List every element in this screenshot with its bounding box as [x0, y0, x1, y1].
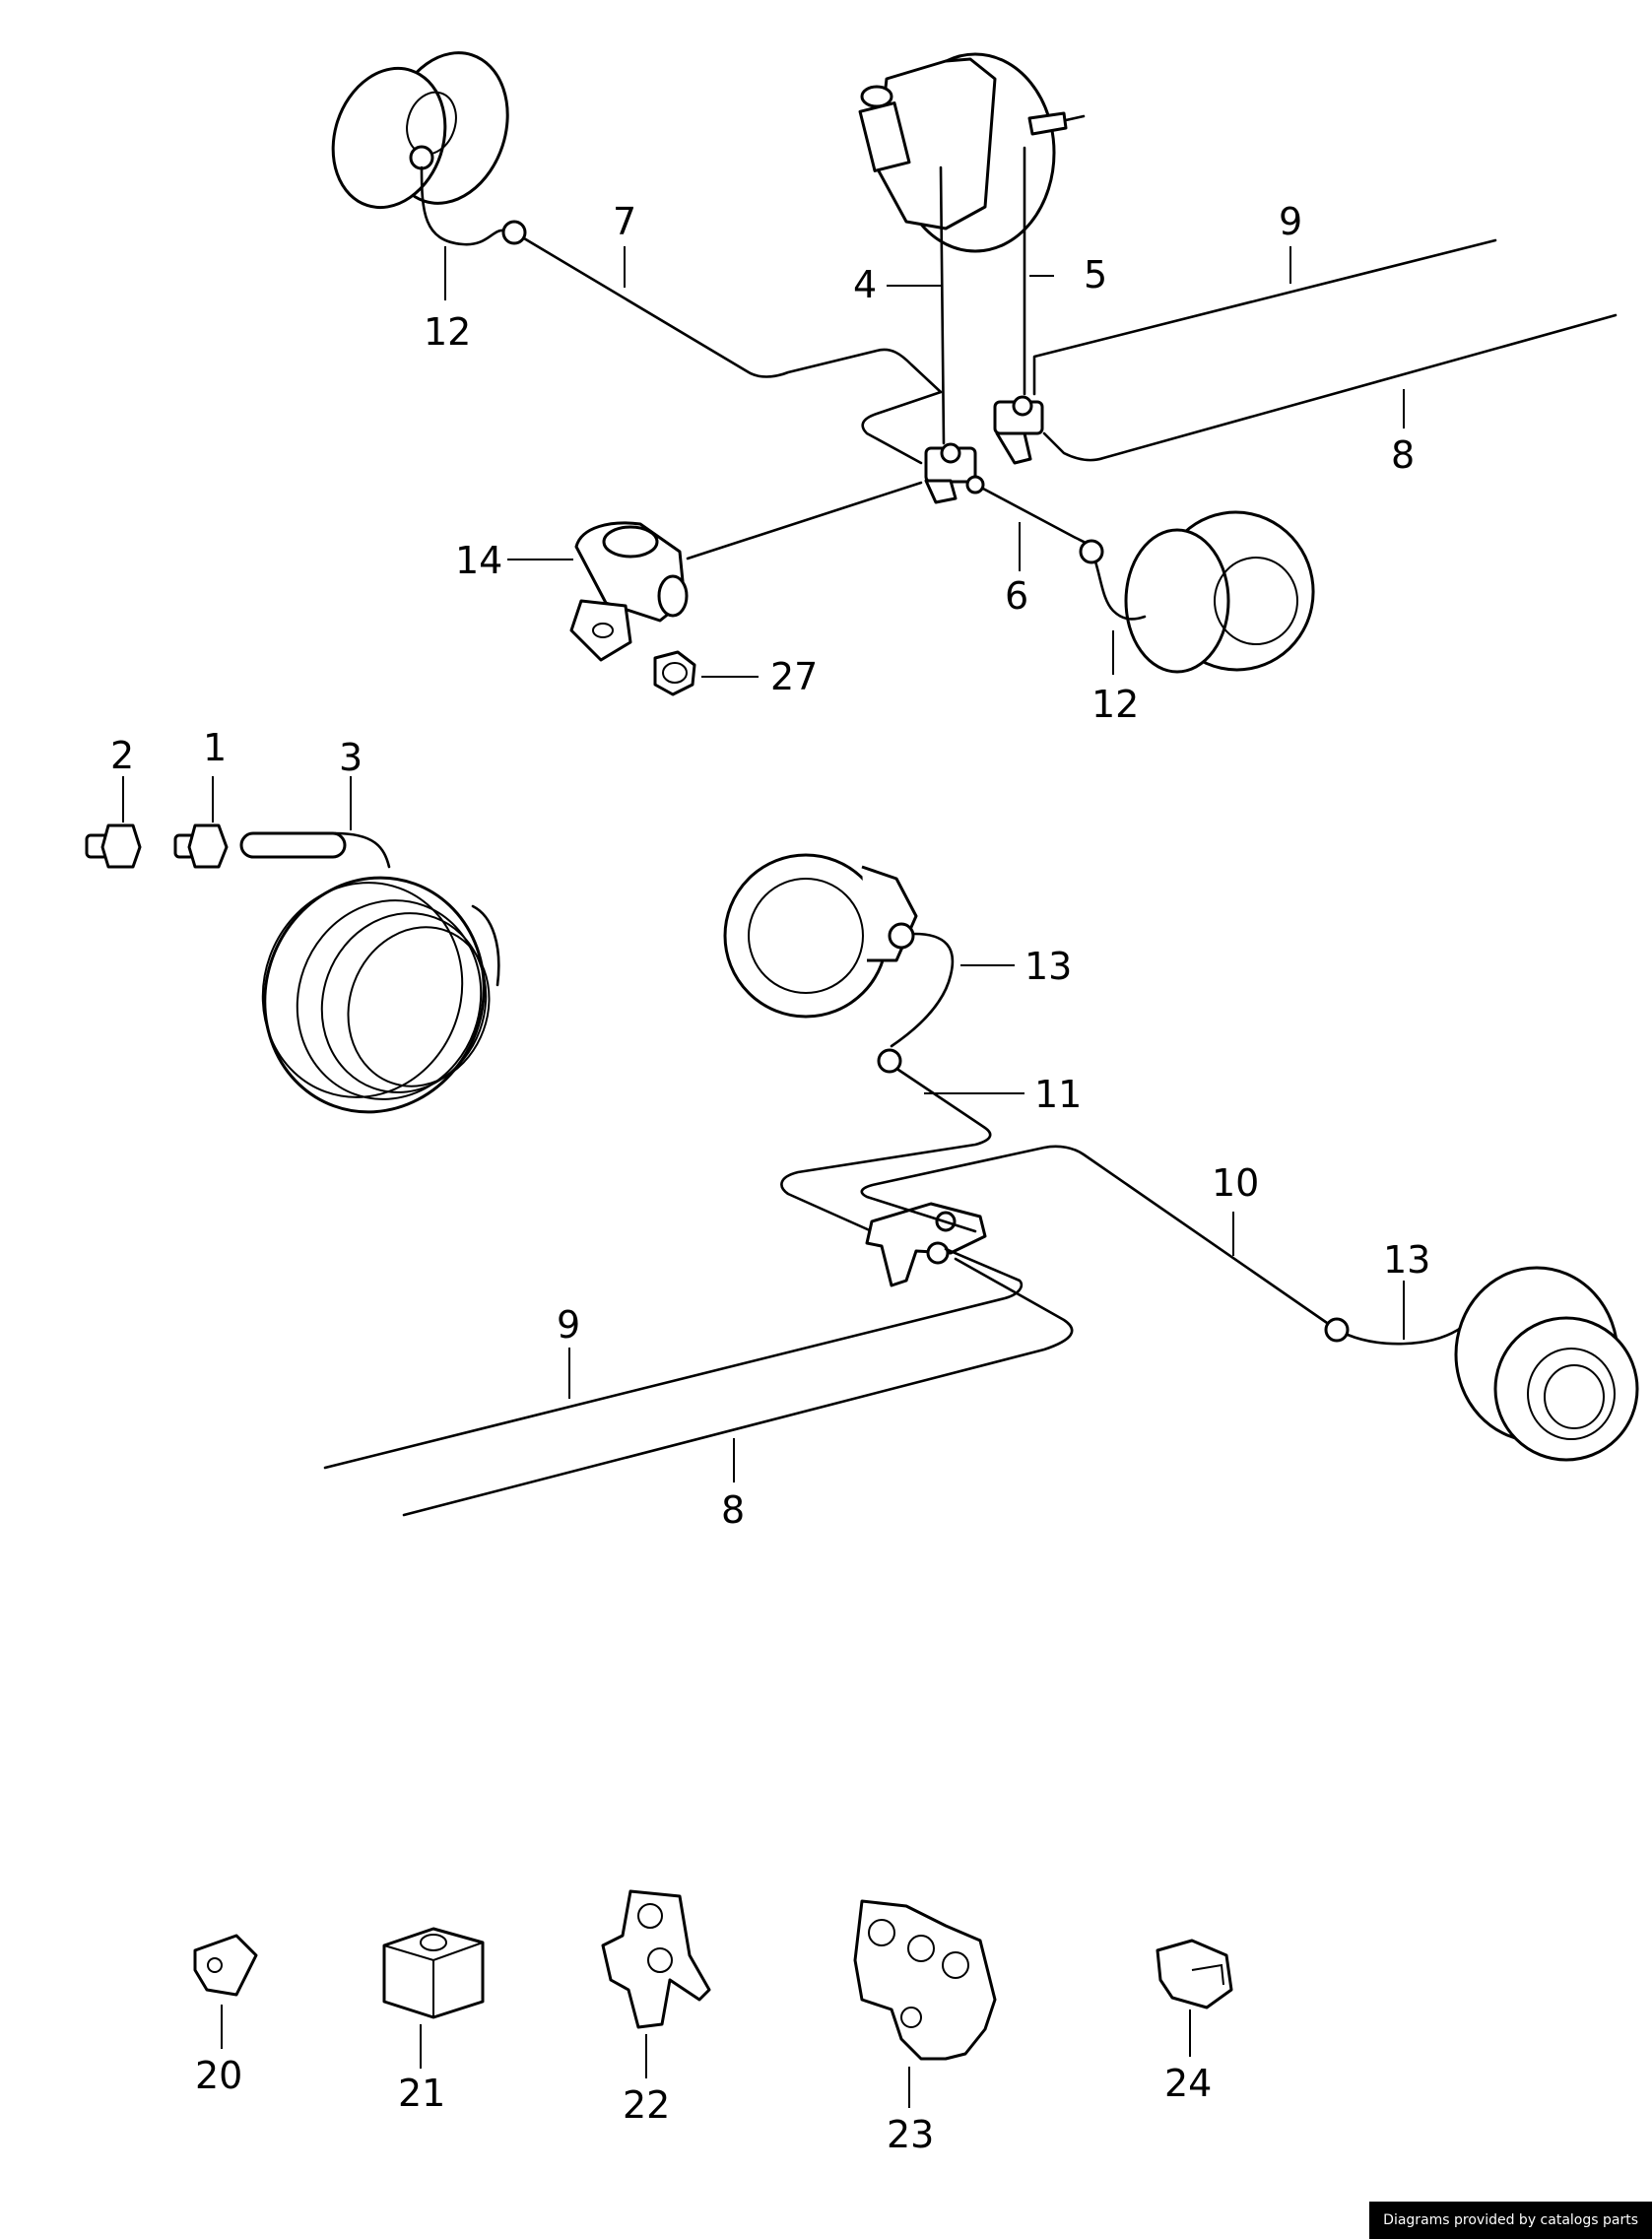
label-9-lower: 9: [557, 1303, 580, 1347]
flex-hose-12-upper: [420, 165, 506, 246]
label-2: 2: [110, 734, 134, 777]
label-27: 27: [770, 655, 818, 698]
bracket-21: [382, 1927, 485, 2019]
rear-right-brake-drum: [1454, 1266, 1639, 1462]
label-6: 6: [1005, 574, 1028, 618]
brake-line-7: [522, 236, 943, 394]
junction-piece-left: [924, 442, 985, 504]
fitting-12-upper: [501, 220, 527, 245]
brake-pipe-coil-3: [239, 831, 500, 1114]
fitting-11: [877, 1048, 902, 1074]
holder-23: [853, 1899, 997, 2061]
label-9-upper: 9: [1279, 200, 1302, 243]
brake-line-4: [939, 165, 946, 445]
rear-left-brake-drum: [723, 853, 918, 1019]
brake-line-8-lower: [402, 1257, 1074, 1517]
brake-line-10: [860, 1145, 1332, 1327]
label-13-upper: 13: [1024, 945, 1072, 988]
clip-24: [1156, 1939, 1233, 2009]
union-bolt-1: [173, 823, 229, 869]
front-left-brake-disc: [331, 51, 509, 210]
nut-27: [653, 650, 696, 696]
junction-piece-right: [993, 395, 1044, 465]
brake-line-inner-loop: [861, 390, 943, 465]
union-bolt-2: [85, 823, 142, 869]
label-3: 3: [339, 736, 363, 779]
label-12-upper-left: 12: [424, 310, 471, 354]
pressure-regulator: [569, 521, 689, 662]
label-8-upper: 8: [1391, 433, 1415, 477]
fitting-13-right: [1324, 1317, 1350, 1343]
label-7: 7: [613, 200, 636, 243]
diagram-credit: Diagrams provided by catalogs parts: [1369, 2202, 1652, 2239]
label-22: 22: [623, 2083, 670, 2127]
label-14: 14: [455, 539, 502, 582]
label-8-lower: 8: [721, 1488, 745, 1532]
label-23: 23: [887, 2113, 934, 2156]
flex-hose-13-upper: [890, 932, 955, 1048]
brake-line-9-lower: [323, 1247, 1024, 1470]
label-5: 5: [1084, 253, 1107, 296]
label-10: 10: [1212, 1161, 1259, 1205]
brake-line-6: [981, 487, 1095, 550]
brake-line-9-upper: [1032, 238, 1497, 396]
label-24: 24: [1164, 2062, 1212, 2105]
brake-master-cylinder: [858, 52, 1086, 253]
brake-line-11: [780, 1068, 992, 1233]
brake-line-8-upper: [1042, 313, 1618, 462]
holder-22: [601, 1889, 711, 2029]
label-1: 1: [203, 726, 227, 769]
label-21: 21: [398, 2072, 445, 2115]
label-11: 11: [1034, 1073, 1082, 1116]
line-to-regulator: [686, 481, 923, 560]
label-4: 4: [853, 263, 877, 306]
front-right-brake-disc: [1079, 510, 1315, 674]
clip-20: [193, 1934, 258, 1997]
label-12-right: 12: [1091, 683, 1139, 726]
label-13-right: 13: [1383, 1238, 1430, 1282]
label-20: 20: [195, 2054, 242, 2097]
flex-hose-12-right: [1093, 560, 1147, 621]
